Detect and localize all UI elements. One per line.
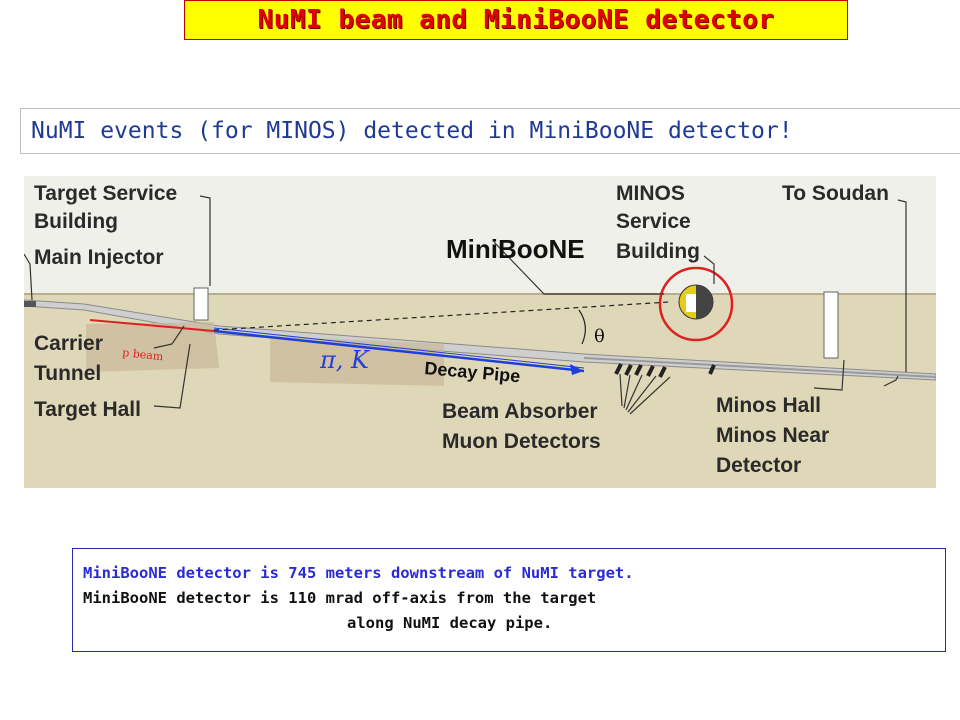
label-to-soudan: To Soudan bbox=[782, 182, 889, 205]
title-banner: NuMI beam and MiniBooNE detector bbox=[184, 0, 848, 40]
label-minos-2: Service bbox=[616, 210, 691, 233]
label-pi-k: π, K bbox=[319, 346, 371, 374]
beam-arrowhead bbox=[570, 364, 584, 375]
label-beam-absorber: Beam Absorber bbox=[442, 400, 598, 423]
note-distance: MiniBooNE detector is 745 meters downstr… bbox=[83, 564, 634, 582]
beamline-svg: Target Service Building Main Injector Ca… bbox=[24, 176, 936, 488]
miniboone-tank-face bbox=[686, 294, 696, 312]
note-decay-pipe: along NuMI decay pipe. bbox=[347, 614, 553, 632]
label-p-beam: p beam bbox=[122, 346, 165, 363]
label-carrier: Carrier bbox=[34, 332, 103, 355]
label-tunnel: Tunnel bbox=[34, 362, 101, 385]
page-subtitle: NuMI events (for MINOS) detected in Mini… bbox=[31, 118, 793, 144]
target-hall-band bbox=[86, 322, 219, 372]
miniboone-circle bbox=[658, 266, 734, 342]
label-minos-hall: Minos Hall bbox=[716, 394, 821, 417]
target-shaft bbox=[193, 287, 209, 321]
leader-lines bbox=[24, 195, 907, 415]
angle-arc bbox=[578, 309, 586, 345]
meson-beam bbox=[213, 329, 585, 373]
miniboone-tank-shadow bbox=[696, 285, 713, 319]
label-target-service: Target Service bbox=[34, 182, 177, 205]
label-miniboone: MiniBooNE bbox=[446, 234, 585, 264]
page-title: NuMI beam and MiniBooNE detector bbox=[257, 5, 775, 35]
proton-beam bbox=[89, 319, 215, 332]
absorber-marks bbox=[614, 363, 716, 378]
off-axis-line bbox=[213, 301, 670, 331]
label-minos-1: MINOS bbox=[616, 182, 685, 205]
label-main-injector: Main Injector bbox=[34, 246, 164, 269]
label-minos-near: Minos Near bbox=[716, 424, 829, 447]
label-detector: Detector bbox=[716, 454, 801, 477]
note-off-axis: MiniBooNE detector is 110 mrad off-axis … bbox=[83, 589, 597, 607]
label-target-hall: Target Hall bbox=[34, 398, 141, 421]
tunnel-to-minos bbox=[583, 357, 936, 378]
minos-shaft bbox=[823, 291, 839, 359]
subtitle-banner: NuMI events (for MINOS) detected in Mini… bbox=[20, 108, 960, 154]
meson-beam-upper bbox=[213, 327, 585, 369]
notes-box: MiniBooNE detector is 745 meters downstr… bbox=[72, 548, 946, 652]
label-minos-3: Building bbox=[616, 240, 700, 263]
numi-beamline-diagram: Target Service Building Main Injector Ca… bbox=[24, 176, 936, 488]
label-theta: θ bbox=[594, 326, 605, 347]
label-building: Building bbox=[34, 210, 118, 233]
label-muon-detectors: Muon Detectors bbox=[442, 430, 601, 453]
